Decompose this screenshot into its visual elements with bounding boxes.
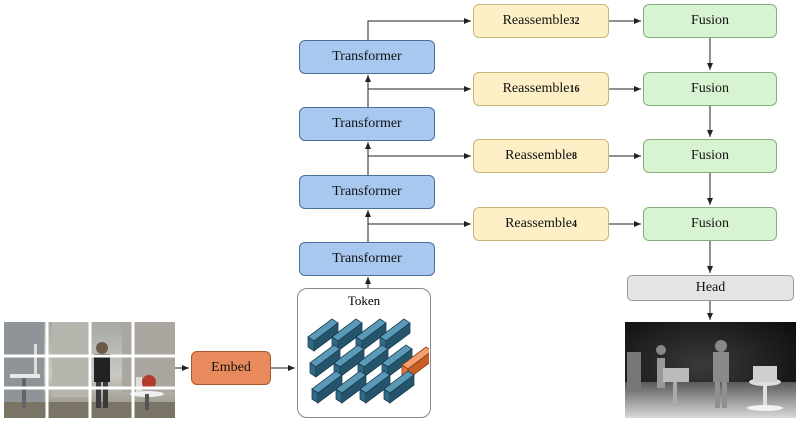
output-depth-map xyxy=(625,322,796,418)
reassemble-4-sub: 4 xyxy=(571,218,577,230)
fusion-block-4: Fusion xyxy=(643,207,777,241)
input-image-patches xyxy=(4,322,175,418)
reassemble-4-label: Reassemble xyxy=(505,216,572,231)
transformer-block-3: Transformer xyxy=(299,175,435,209)
reassemble-16-label: Reassemble xyxy=(502,81,570,96)
reassemble-32-sub: 32 xyxy=(569,15,580,27)
embed-block: Embed xyxy=(191,351,271,385)
token-label: Token xyxy=(347,293,381,308)
fusion-block-3: Fusion xyxy=(643,139,777,173)
fusion-block-1: Fusion xyxy=(643,4,777,38)
transformer-block-1: Transformer xyxy=(299,40,435,74)
fusion-block-2: Fusion xyxy=(643,72,777,106)
token-panel: Token xyxy=(297,288,431,418)
reassemble-32-label: Reassemble xyxy=(502,13,570,28)
edge-transformer-reassemble-32 xyxy=(367,18,471,40)
reassemble-8-sub: 8 xyxy=(571,150,577,162)
transformer-block-4: Transformer xyxy=(299,242,435,276)
reassemble-16-sub: 16 xyxy=(569,83,580,95)
transformer-block-2: Transformer xyxy=(299,107,435,141)
head-block: Head xyxy=(627,275,794,301)
reassemble-8-label: Reassemble xyxy=(505,148,572,163)
token-blocks-illustration xyxy=(307,318,429,404)
